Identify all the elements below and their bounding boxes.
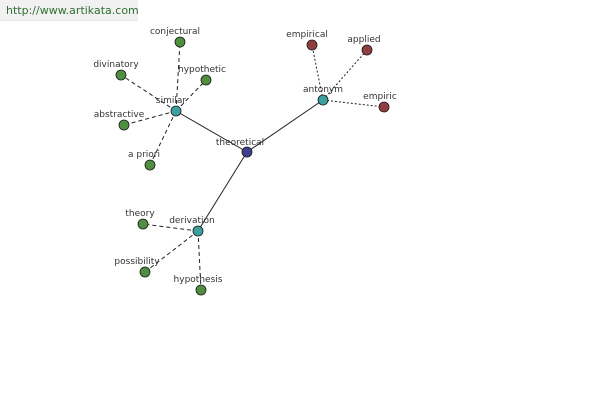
node-label-applied: applied [347,35,380,45]
node-dot-hypothesis[interactable] [195,284,207,296]
node-dot-possibility[interactable] [139,266,151,278]
node-dot-hypothetic[interactable] [200,74,212,86]
graph-nodes: theoretical similar conjectural hypothetic d… [93,27,397,296]
node-label-divinatory: divinatory [93,60,139,70]
node-label-theoretical: theoretical [216,138,264,148]
node-label-antonym: antonym [303,85,343,95]
node-empiric[interactable]: empiric [363,92,397,113]
node-label-hypothetic: hypothetic [178,65,226,75]
edge-derivation-hypothesis [197,230,202,291]
graph-edges [120,41,385,291]
node-similar[interactable]: similar [156,96,186,117]
node-dot-conjectural[interactable] [174,36,186,48]
node-label-conjectural: conjectural [150,27,200,37]
node-hypothetic[interactable]: hypothetic [178,65,226,86]
source-banner: http://www.artikata.com [0,0,139,21]
node-a-priori[interactable]: a priori [128,150,160,171]
node-divinatory[interactable]: divinatory [93,60,139,81]
edge-similar-divinatory [120,74,177,112]
node-hypothesis[interactable]: hypothesis [174,275,223,296]
node-empirical[interactable]: empirical [286,30,328,51]
node-dot-similar[interactable] [170,105,182,117]
edge-similar-hypothetic [175,79,207,112]
edge-theoretical-similar [175,110,248,153]
node-dot-empiric[interactable] [378,101,390,113]
edge-derivation-theory [142,223,199,232]
edge-theoretical-antonym [246,99,324,153]
source-url-link[interactable]: http://www.artikata.com [6,4,139,17]
node-dot-abstractive[interactable] [118,119,130,131]
node-label-possibility: possibility [114,257,160,267]
node-dot-a-priori[interactable] [144,159,156,171]
node-label-empirical: empirical [286,30,328,40]
node-label-a-priori: a priori [128,150,160,160]
node-label-empiric: empiric [363,92,397,102]
node-dot-empirical[interactable] [306,39,318,51]
node-label-derivation: derivation [169,216,215,226]
node-dot-theory[interactable] [137,218,149,230]
edge-antonym-applied [322,49,368,101]
node-antonym[interactable]: antonym [303,85,343,106]
node-dot-antonym[interactable] [317,94,329,106]
node-theoretical[interactable]: theoretical [216,138,264,158]
node-dot-applied[interactable] [361,44,373,56]
node-possibility[interactable]: possibility [114,257,160,278]
node-applied[interactable]: applied [347,35,381,56]
node-dot-derivation[interactable] [192,225,204,237]
node-label-hypothesis: hypothesis [174,275,223,285]
node-conjectural[interactable]: conjectural [150,27,200,48]
edge-similar-abstractive [123,110,177,126]
node-label-similar: similar [156,96,186,106]
edge-antonym-empirical [311,44,324,101]
node-label-theory: theory [125,209,155,219]
node-derivation[interactable]: derivation [169,216,215,237]
node-dot-divinatory[interactable] [115,69,127,81]
edge-similar-conjectural [175,41,181,112]
edge-theoretical-derivation [197,151,248,232]
node-label-abstractive: abstractive [94,110,145,120]
edge-similar-a-priori [149,110,177,166]
node-dot-theoretical[interactable] [241,146,253,158]
node-theory[interactable]: theory [125,209,155,230]
node-abstractive[interactable]: abstractive [94,110,145,131]
